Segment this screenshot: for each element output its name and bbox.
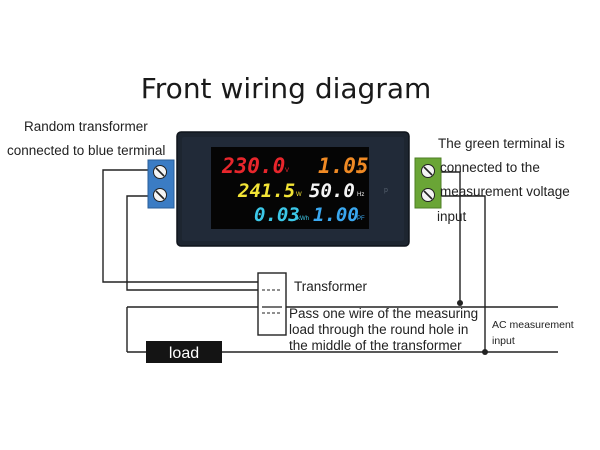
blue-wire-2	[126, 195, 258, 291]
power-unit: W	[296, 192, 302, 198]
blue-terminal-block	[147, 159, 175, 209]
frequency-reading: 50.0	[309, 180, 355, 202]
junction-dot-lower	[482, 349, 488, 355]
pass-note-line-3: the middle of the transformer	[289, 338, 462, 353]
green-wire-1	[440, 171, 461, 303]
left-note-line-2: connected to blue terminal	[7, 143, 165, 158]
current-unit: A	[358, 168, 362, 174]
meter-screen	[211, 147, 369, 229]
load-box: load	[146, 341, 222, 363]
transformer-body	[257, 272, 287, 336]
energy-reading: 0.03	[254, 204, 300, 226]
green-wire-2	[440, 195, 486, 352]
green-terminal-block	[414, 157, 442, 209]
right-note-line-3: measurement voltage	[440, 184, 570, 199]
diagram-title: Front wiring diagram	[141, 72, 432, 105]
voltage-reading: 230.0	[221, 154, 285, 178]
energy-unit: kWh	[297, 216, 309, 222]
blue-wire-1	[102, 169, 258, 283]
blue-terminal-screw-slot-1	[155, 167, 165, 177]
power-factor-unit: PF	[357, 216, 365, 222]
transformer	[257, 272, 287, 336]
right-note-line-2: connected to the	[440, 160, 540, 175]
voltage-unit: V	[285, 168, 289, 174]
blue-terminal-screw-slot-2	[155, 190, 165, 200]
frequency-unit: Hz	[357, 192, 364, 198]
pass-note-line-1: Pass one wire of the measuring	[289, 306, 478, 321]
junction-dot-upper	[457, 300, 463, 306]
green-terminal-screw-slot-2	[423, 190, 433, 200]
transformer-label: Transformer	[294, 279, 368, 294]
current-reading: 1.05	[318, 154, 369, 178]
ac-note-line-1: AC measurement	[492, 319, 574, 331]
pass-note-line-2: load through the round hole in	[289, 322, 468, 337]
power-reading: 241.5	[237, 180, 295, 202]
load-rect	[146, 341, 222, 363]
right-note-line-1: The green terminal is	[438, 136, 565, 151]
meter-side-mark: p	[384, 187, 388, 194]
left-note-line-1: Random transformer	[24, 119, 148, 134]
ac-note-line-2: input	[492, 335, 515, 347]
meter: p 230.0 V 1.05 A 241.5 W 50.0 Hz 0.03 kW…	[176, 131, 410, 247]
power-factor-reading: 1.00	[313, 204, 359, 226]
green-terminal-screw-slot-1	[423, 166, 433, 176]
load-label: load	[169, 345, 199, 362]
right-note-line-4: input	[437, 209, 467, 224]
